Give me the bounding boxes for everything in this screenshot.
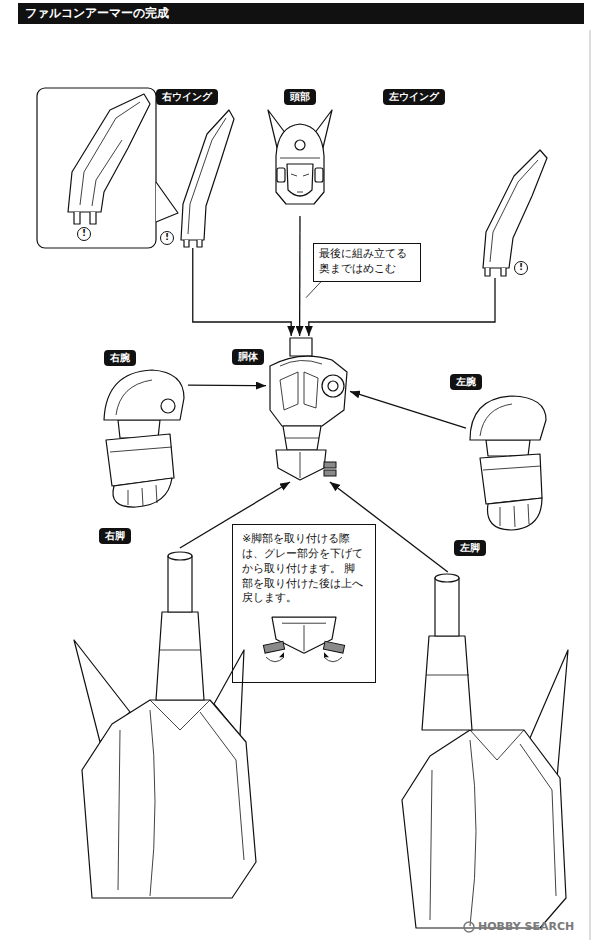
part-group: 右脚	[72, 548, 260, 903]
part-group: 左脚	[392, 572, 572, 932]
assembly-arrow	[188, 384, 266, 386]
part-group: 胴体	[266, 336, 350, 482]
assembly-arrow	[350, 391, 466, 428]
part-name: 右脚	[99, 528, 131, 545]
right-wing-drawing	[181, 110, 234, 247]
torso-drawing	[270, 338, 347, 480]
part-name: 胴体	[232, 349, 264, 366]
callout-leader	[306, 282, 321, 298]
note-text: 最後に組み立てる 奥まではめこむ	[319, 247, 415, 277]
part-group: 頭部	[266, 108, 334, 216]
page-title: ファルコンアーマーの完成	[25, 3, 169, 24]
part-name: 左ウイング	[383, 89, 445, 106]
left-arm-drawing	[470, 396, 546, 530]
note-box: ※脚部を取り付ける際は、グレー部分を下げてから取り付けます。 脚部を取り付けた後…	[232, 524, 376, 683]
caution-mark: !	[514, 261, 528, 275]
part-name: 右ウイング	[156, 89, 218, 106]
part-group: 左ウイング	[470, 148, 550, 278]
assembly-arrow	[309, 278, 495, 336]
left-wing-drawing	[483, 150, 547, 276]
part-name: 左脚	[454, 540, 486, 557]
caution-mark: !	[160, 231, 174, 245]
part-name: 左腕	[450, 374, 482, 391]
part-group: 右腕	[98, 368, 188, 510]
right-leg-drawing	[74, 552, 256, 898]
part-name: 頭部	[284, 89, 316, 106]
assembly-arrow	[193, 248, 291, 336]
part-name: 右腕	[104, 350, 136, 367]
right-arm-drawing	[104, 370, 184, 507]
caution-mark: !	[77, 227, 91, 241]
watermark: HOBBY SEARCH	[478, 920, 574, 933]
left-leg-drawing	[402, 574, 568, 928]
part-group: 左腕	[466, 395, 548, 533]
head-drawing	[268, 110, 332, 204]
part-group: 右ウイング	[160, 108, 238, 248]
watermark-logo	[464, 922, 474, 932]
waist-detail-drawing	[263, 617, 344, 662]
assembly-arrow	[299, 216, 301, 336]
title-bar: ファルコンアーマーの完成	[18, 3, 584, 24]
page-edge	[590, 30, 591, 940]
note-text: ※脚部を取り付ける際は、グレー部分を下げてから取り付けます。 脚部を取り付けた後…	[242, 532, 366, 606]
wing-inset	[37, 88, 178, 248]
note-box: 最後に組み立てる 奥まではめこむ	[313, 243, 421, 282]
